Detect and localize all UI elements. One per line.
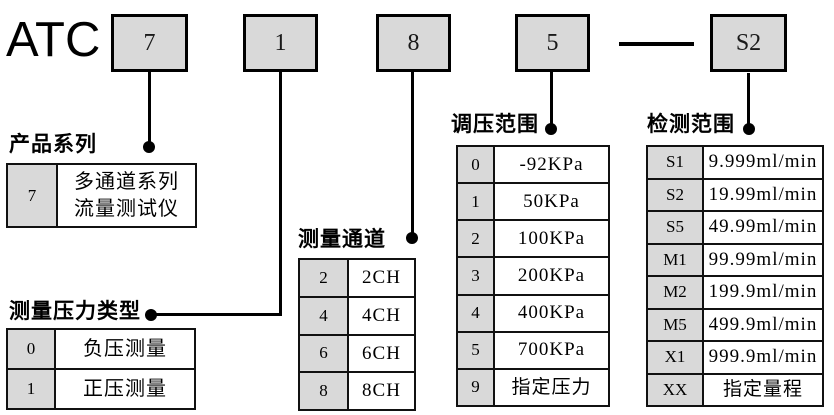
table-row: M5 499.9ml/min: [648, 307, 822, 340]
value-cell: 400KPa: [517, 302, 586, 324]
connector-channels-line: [411, 72, 414, 238]
code-cell: 2: [300, 260, 349, 296]
junction-dot: [145, 309, 157, 321]
value-cell: 正压测量: [83, 377, 167, 400]
table-title-detect-range: 检测范围: [647, 112, 735, 136]
code-cell: 0: [8, 330, 56, 368]
code-cell: 4: [458, 295, 495, 331]
table-row: S2 19.99ml/min: [648, 177, 822, 210]
table-title-channels: 测量通道: [298, 227, 386, 251]
lookup-table-pressure-range: 0 -92KPa 1 50KPa 2 100KPa 3 200KPa 4 400…: [456, 145, 610, 407]
table-title-series: 产品系列: [9, 132, 97, 156]
junction-dot: [406, 232, 418, 244]
value-cell: 700KPa: [517, 339, 586, 361]
lookup-table-detect-range: S1 9.999ml/min S2 19.99ml/min S5 49.99ml…: [646, 145, 824, 407]
value-cell: 49.99ml/min: [708, 216, 818, 238]
value-cell: -92KPa: [519, 153, 584, 175]
connector-pressure-range-line: [550, 72, 553, 129]
value-cell: 999.9ml/min: [708, 346, 818, 368]
table-row: 4 400KPa: [458, 293, 608, 331]
junction-dot: [743, 123, 755, 135]
code-cell: 5: [458, 332, 495, 368]
value-cell: 199.9ml/min: [708, 281, 818, 303]
connector-pressure-type-hline: [151, 313, 282, 316]
value-cell: 6CH: [362, 342, 401, 364]
value-cell: 99.99ml/min: [708, 248, 818, 270]
code-box-series: 7: [111, 14, 188, 72]
value-cell: 2CH: [362, 267, 401, 289]
code-box-channels: 8: [376, 14, 451, 72]
connector-pressure-type-vline: [279, 72, 282, 316]
value-cell: 200KPa: [517, 265, 586, 287]
code-cell: M2: [648, 277, 704, 308]
code-cell: M5: [648, 309, 704, 340]
code-cell: 2: [458, 221, 495, 257]
value-cell: 负压测量: [83, 337, 167, 360]
value-cell: 19.99ml/min: [708, 183, 818, 205]
lookup-table-series: 7 多通道系列 流量测试仪: [6, 163, 197, 228]
value-cell: 100KPa: [517, 228, 586, 250]
table-row: 0 -92KPa: [458, 147, 608, 183]
code-cell: 3: [458, 258, 495, 294]
code-cell: 9: [458, 369, 495, 405]
connector-series-line: [148, 72, 151, 148]
table-row: S1 9.999ml/min: [648, 147, 822, 178]
table-title-pressure-range: 调压范围: [451, 112, 539, 136]
table-row: 5 700KPa: [458, 330, 608, 368]
brand-text: ATC: [6, 13, 101, 67]
code-cell: 4: [300, 297, 349, 334]
junction-dot: [143, 141, 155, 153]
junction-dot: [545, 123, 557, 135]
table-row: 0 负压测量: [8, 330, 194, 368]
table-row: X1 999.9ml/min: [648, 340, 822, 373]
table-row: M2 199.9ml/min: [648, 275, 822, 308]
code-box-pressure-type: 1: [243, 14, 318, 72]
connector-detect-range-line: [747, 73, 750, 129]
code-cell: 0: [458, 147, 495, 183]
table-row: 6 6CH: [300, 333, 414, 372]
code-cell: 1: [8, 370, 56, 408]
value-cell: 9.999ml/min: [708, 151, 818, 173]
code-cell: X1: [648, 342, 704, 373]
table-row: S5 49.99ml/min: [648, 210, 822, 243]
table-row: 4 4CH: [300, 295, 414, 334]
code-cell: XX: [648, 374, 704, 405]
table-row: 3 200KPa: [458, 256, 608, 294]
table-row: 1 正压测量: [8, 368, 194, 408]
table-row: 8 8CH: [300, 371, 414, 409]
value-cell: 4CH: [362, 304, 401, 326]
table-title-pressure-type: 测量压力类型: [9, 299, 141, 323]
value-cell: 多通道系列 流量测试仪: [74, 170, 179, 220]
code-cell: S5: [648, 212, 704, 243]
table-row: 9 指定压力: [458, 367, 608, 405]
code-cell: 8: [300, 373, 349, 409]
table-row: 2 100KPa: [458, 219, 608, 257]
value-cell: 499.9ml/min: [708, 313, 818, 335]
table-row: M1 99.99ml/min: [648, 242, 822, 275]
table-row: 2 2CH: [300, 260, 414, 296]
lookup-table-pressure-type: 0 负压测量 1 正压测量: [6, 328, 196, 410]
value-cell: 指定压力: [511, 376, 592, 398]
code-cell: 1: [458, 184, 495, 220]
table-row: XX 指定量程: [648, 372, 822, 405]
code-cell: M1: [648, 244, 704, 275]
code-cell: 6: [300, 335, 349, 372]
table-row: 1 50KPa: [458, 182, 608, 220]
value-cell: 50KPa: [523, 190, 580, 212]
table-row: 7 多通道系列 流量测试仪: [8, 165, 195, 226]
code-separator-dash: [619, 42, 694, 46]
lookup-table-channels: 2 2CH 4 4CH 6 6CH 8 8CH: [298, 258, 416, 411]
code-cell: S1: [648, 147, 704, 178]
code-box-detect-range: S2: [710, 14, 787, 72]
code-box-pressure-range: 5: [515, 14, 590, 72]
value-cell: 指定量程: [722, 378, 803, 400]
code-cell: S2: [648, 179, 704, 210]
value-cell: 8CH: [362, 380, 401, 402]
code-cell: 7: [8, 165, 58, 226]
